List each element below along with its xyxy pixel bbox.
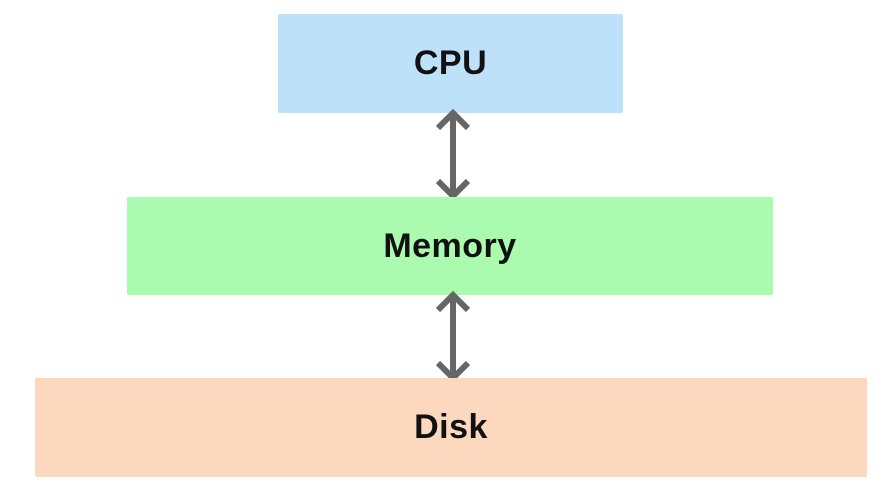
- node-cpu: CPU: [278, 14, 623, 113]
- arrow-head-down: [435, 178, 471, 201]
- node-memory-label: Memory: [383, 226, 517, 265]
- node-memory: Memory: [127, 197, 773, 295]
- arrow-head-up: [435, 290, 471, 313]
- node-disk-label: Disk: [414, 408, 488, 446]
- node-disk: Disk: [35, 378, 867, 477]
- arrow-cpu-memory-icon: [435, 108, 471, 201]
- arrow-head-up: [435, 108, 471, 131]
- arrow-memory-disk-icon: [435, 290, 471, 383]
- node-cpu-label: CPU: [413, 44, 488, 82]
